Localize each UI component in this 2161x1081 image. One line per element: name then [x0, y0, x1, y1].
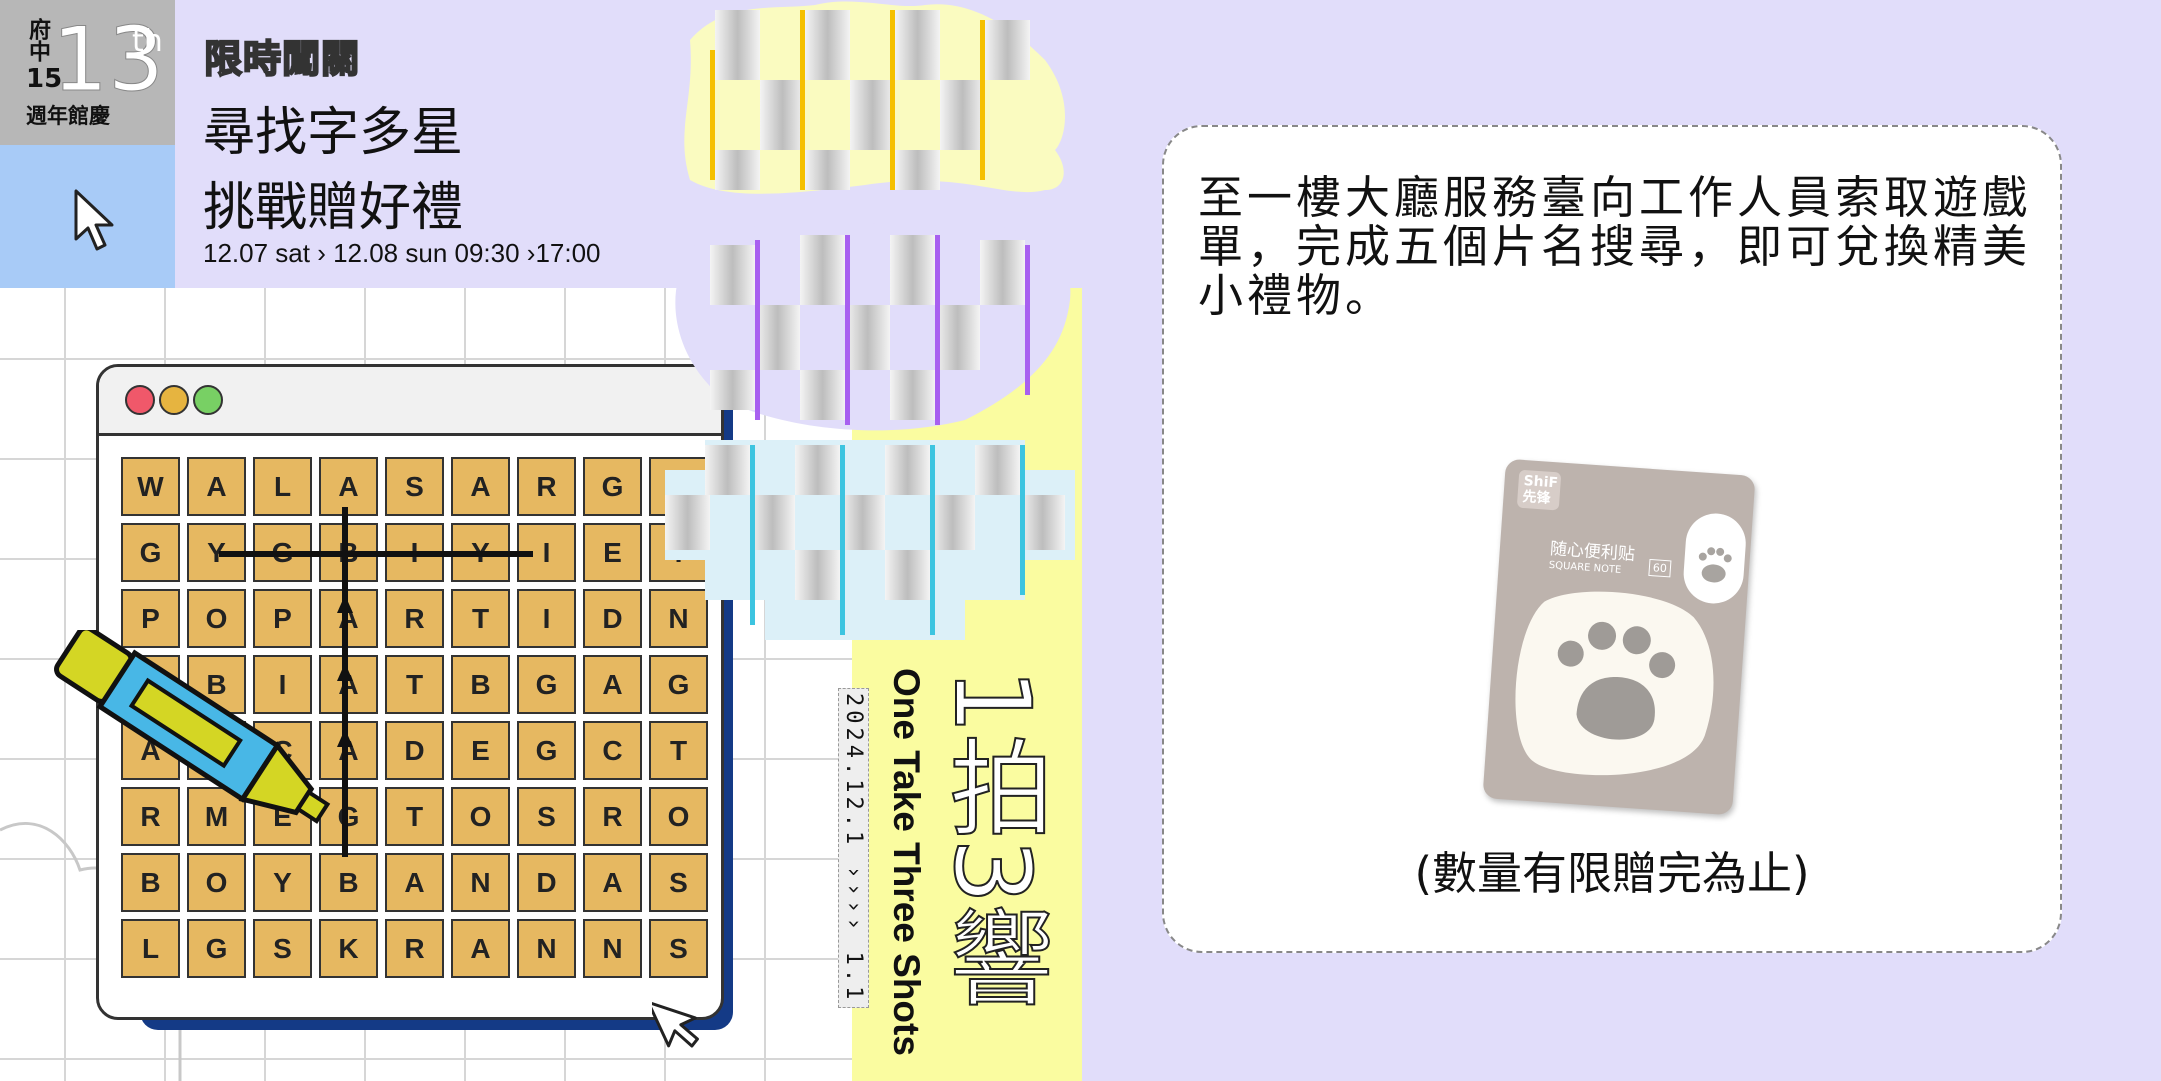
grid-cell[interactable]: A: [451, 457, 510, 516]
grid-cell[interactable]: N: [583, 919, 642, 978]
logo-superscript: th: [132, 24, 163, 59]
woven-pattern-decoration: [665, 1, 1075, 640]
grid-cell[interactable]: W: [121, 457, 180, 516]
grid-cell[interactable]: O: [187, 589, 246, 648]
grid-cell[interactable]: R: [583, 787, 642, 846]
grid-cell[interactable]: D: [583, 589, 642, 648]
grid-cell[interactable]: K: [319, 919, 378, 978]
grid-cell[interactable]: T: [649, 721, 708, 780]
arrow-head-icon: [337, 729, 353, 747]
grid-cell[interactable]: E: [451, 721, 510, 780]
window-close-dot[interactable]: [125, 385, 155, 415]
grid-cell[interactable]: T: [385, 655, 444, 714]
grid-cell[interactable]: B: [451, 655, 510, 714]
side-chinese-title: 1拍3響: [930, 667, 1054, 1009]
grid-cell[interactable]: G: [187, 919, 246, 978]
found-word-lines: [219, 507, 533, 857]
instruction-text: 至一樓大廳服務臺向工作人員索取遊戲單，完成五個片名搜尋，即可兌換精美小禮物。: [1198, 171, 2032, 322]
grid-cell[interactable]: G: [649, 655, 708, 714]
grid-cell[interactable]: G: [583, 457, 642, 516]
pointer-cursor-icon: [74, 189, 114, 251]
logo-big-number: 13: [52, 8, 165, 112]
grid-cell[interactable]: G: [121, 523, 180, 582]
grid-cell[interactable]: S: [385, 457, 444, 516]
grid-cell[interactable]: I: [517, 589, 576, 648]
grid-cell[interactable]: A: [187, 457, 246, 516]
grid-cell[interactable]: P: [121, 589, 180, 648]
product-brand: ShiF 先锋: [1516, 469, 1562, 511]
event-tag: 限時闖關: [203, 36, 361, 82]
arrow-head-icon: [337, 663, 353, 681]
grid-cell[interactable]: L: [253, 457, 312, 516]
grid-cell[interactable]: C: [583, 721, 642, 780]
event-title-line1: 尋找字多星: [203, 103, 464, 163]
side-english-title: One Take Three Shots: [886, 668, 927, 1056]
window-minimize-dot[interactable]: [159, 385, 189, 415]
grid-cell[interactable]: G: [517, 655, 576, 714]
large-paw-icon: [1515, 591, 1714, 776]
limited-quantity-note: (數量有限贈完為止): [1414, 847, 1810, 900]
arrow-head-icon: [337, 595, 353, 613]
sticky-note-product: ShiF 先锋 随心便利贴 SQUARE NOTE 60: [1482, 458, 1756, 816]
pointer-cursor-icon: [652, 1000, 699, 1048]
grid-cell[interactable]: A: [583, 853, 642, 912]
window-maximize-dot[interactable]: [193, 385, 223, 415]
grid-cell[interactable]: O: [451, 787, 510, 846]
grid-cell[interactable]: N: [649, 589, 708, 648]
highlighter-pen-icon: [54, 630, 331, 824]
grid-cell[interactable]: P: [253, 589, 312, 648]
side-date: 2024.12.1 ›››› 1.1: [838, 688, 869, 1009]
grid-cell[interactable]: S: [649, 853, 708, 912]
logo-school-chars: 府中: [25, 18, 50, 62]
grid-cell[interactable]: O: [649, 787, 708, 846]
grid-cell[interactable]: A: [451, 919, 510, 978]
grid-cell[interactable]: G: [517, 721, 576, 780]
grid-cell[interactable]: N: [517, 919, 576, 978]
grid-cell[interactable]: M: [187, 787, 246, 846]
word-search-window: WALASARGRGYGBIYIETPOPARTIDNCBIATBGAGACCA…: [96, 364, 724, 1020]
grid-cell[interactable]: B: [319, 853, 378, 912]
cursor-panel: [0, 145, 175, 288]
grid-cell[interactable]: L: [121, 919, 180, 978]
event-title-line2: 挑戰贈好禮: [203, 178, 464, 238]
grid-cell[interactable]: R: [121, 787, 180, 846]
window-title-bar: [99, 367, 721, 436]
grid-cell[interactable]: R: [385, 919, 444, 978]
logo-number: 15: [26, 64, 63, 94]
anniversary-logo: 府中 15 13 th 週年館慶: [0, 0, 175, 145]
grid-cell[interactable]: R: [385, 589, 444, 648]
grid-cell[interactable]: A: [319, 721, 378, 780]
grid-cell[interactable]: A: [385, 853, 444, 912]
grid-cell[interactable]: R: [517, 457, 576, 516]
grid-cell[interactable]: B: [121, 853, 180, 912]
grid-cell[interactable]: T: [385, 787, 444, 846]
grid-cell[interactable]: S: [649, 919, 708, 978]
instruction-card: 至一樓大廳服務臺向工作人員索取遊戲單，完成五個片名搜尋，即可兌換精美小禮物。 S…: [1162, 125, 2062, 953]
grid-cell[interactable]: S: [253, 919, 312, 978]
small-paw-badge: [1681, 511, 1748, 606]
event-dates: 12.07 sat › 12.08 sun 09:30 ›17:00: [203, 238, 601, 268]
grid-cell[interactable]: A: [319, 457, 378, 516]
grid-cell[interactable]: E: [583, 523, 642, 582]
small-paw-icon: [1698, 547, 1732, 583]
grid-cell[interactable]: T: [451, 589, 510, 648]
grid-cell[interactable]: S: [517, 787, 576, 846]
product-count: 60: [1648, 558, 1672, 578]
grid-cell[interactable]: N: [451, 853, 510, 912]
grid-cell[interactable]: D: [517, 853, 576, 912]
grid-cell[interactable]: O: [187, 853, 246, 912]
logo-caption: 週年館慶: [26, 104, 110, 128]
grid-cell[interactable]: I: [253, 655, 312, 714]
grid-cell[interactable]: Y: [253, 853, 312, 912]
grid-cell[interactable]: D: [385, 721, 444, 780]
grid-cell[interactable]: A: [583, 655, 642, 714]
